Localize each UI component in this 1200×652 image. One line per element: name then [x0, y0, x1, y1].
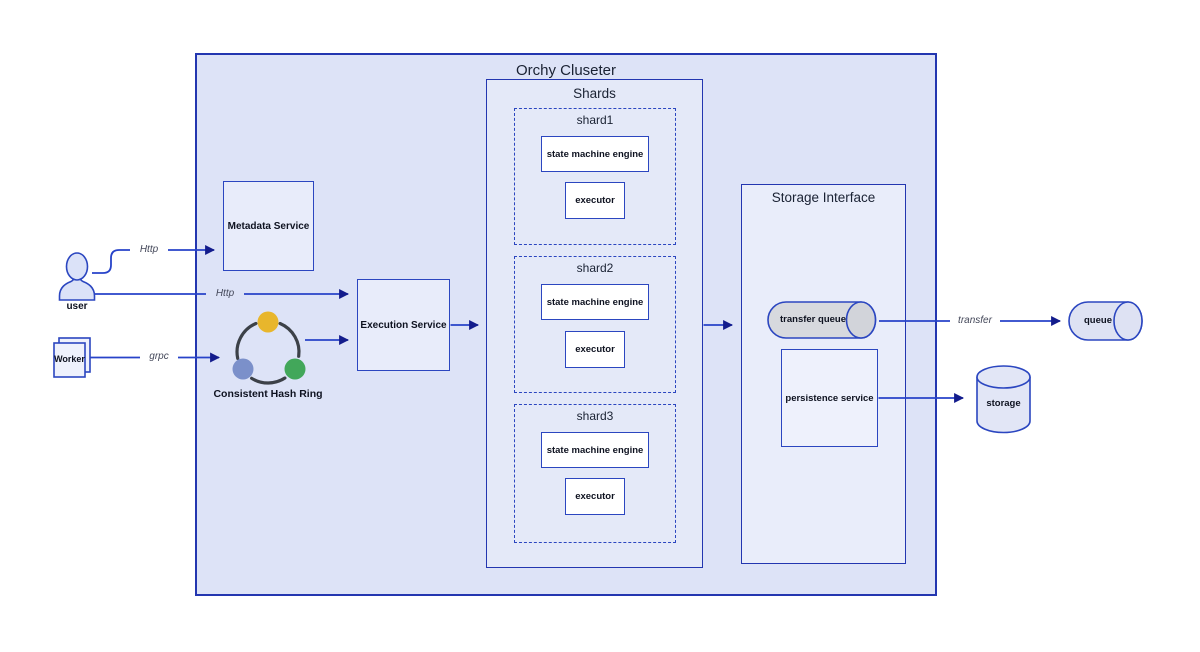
shard2-state-machine-engine: state machine engine [541, 284, 649, 320]
edge-label-http-metadata: Http [130, 244, 168, 256]
persistence-service-label: persistence service [785, 392, 874, 404]
cluster-title: Orchy Cluseter [515, 62, 617, 79]
worker-label: Worker [54, 354, 85, 364]
metadata-service-label: Metadata Service [227, 220, 310, 232]
edge-label-http-execution: Http [206, 288, 244, 300]
shard1-executor: executor [565, 182, 625, 219]
shard1-box: shard1 [514, 108, 676, 245]
shards-title: Shards [573, 86, 616, 101]
storage-interface-title: Storage Interface [771, 190, 876, 205]
storage-label: storage [986, 398, 1021, 409]
shard3-engine-label: state machine engine [546, 444, 644, 456]
shard2-executor-label: executor [575, 344, 615, 355]
persistence-service-node: persistence service [781, 349, 878, 447]
shard2-engine-label: state machine engine [546, 296, 644, 308]
shard1-label: shard1 [576, 113, 614, 127]
shard1-executor-label: executor [575, 195, 615, 206]
shard2-executor: executor [565, 331, 625, 368]
shard2-label: shard2 [576, 261, 614, 275]
shard1-engine-label: state machine engine [546, 148, 644, 160]
consistent-hash-ring-label: Consistent Hash Ring [213, 388, 323, 400]
edge-label-grpc: grpc [140, 351, 178, 363]
edge-label-transfer: transfer [950, 315, 1000, 327]
shard3-executor-label: executor [575, 491, 615, 502]
shard3-label: shard3 [576, 409, 614, 423]
user-icon [58, 252, 96, 301]
transfer-queue-label: transfer queue [780, 314, 846, 325]
user-label: user [66, 301, 88, 312]
shard3-box: shard3 [514, 404, 676, 543]
execution-service-label: Execution Service [360, 319, 447, 331]
queue-label: queue [1084, 315, 1112, 326]
metadata-service-node: Metadata Service [223, 181, 314, 271]
execution-service-node: Execution Service [357, 279, 450, 371]
shard1-state-machine-engine: state machine engine [541, 136, 649, 172]
shard3-executor: executor [565, 478, 625, 515]
shard3-state-machine-engine: state machine engine [541, 432, 649, 468]
shard2-box: shard2 [514, 256, 676, 393]
